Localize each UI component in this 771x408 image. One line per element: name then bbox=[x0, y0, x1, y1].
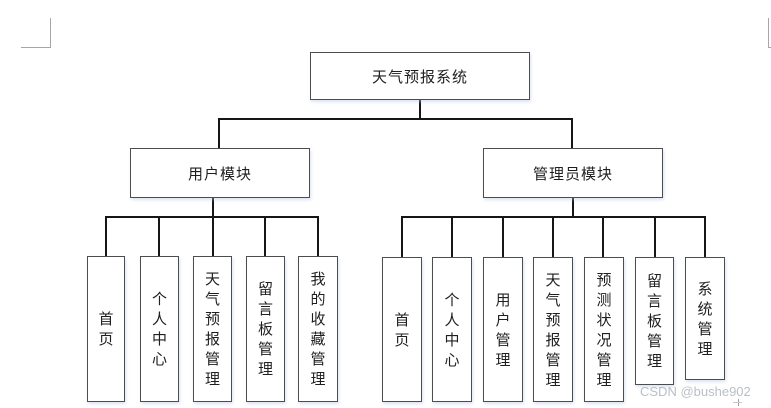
module-node-user: 用户模块 bbox=[130, 148, 310, 198]
leaf-node-admin-weather-forecast-mgmt: 天气预报管理 bbox=[533, 257, 573, 402]
connector-leaf-drop bbox=[502, 216, 504, 257]
page-corner-mark-top-left bbox=[21, 47, 51, 48]
connector-leaf-drop bbox=[654, 216, 656, 257]
leaf-node-label: 首页 bbox=[394, 310, 410, 349]
connector-leaf-drop bbox=[317, 216, 319, 256]
connector-user-module-drop bbox=[212, 198, 214, 217]
root-node-label: 天气预报系统 bbox=[371, 67, 468, 86]
leaf-node-label: 首页 bbox=[98, 310, 114, 348]
cropped-text-artifact bbox=[733, 399, 745, 406]
leaf-node-label: 个人中心 bbox=[151, 290, 167, 368]
leaf-node-user-favorites-mgmt: 我的收藏管理 bbox=[298, 256, 338, 402]
leaf-node-admin-forecast-status-mgmt: 预测状况管理 bbox=[584, 257, 624, 402]
leaf-node-admin-message-board-mgmt: 留言板管理 bbox=[635, 257, 674, 385]
leaf-node-admin-home: 首页 bbox=[382, 257, 422, 402]
leaf-node-label: 天气预报管理 bbox=[204, 270, 220, 388]
connector-admin-module-riser bbox=[571, 118, 573, 149]
leaf-node-admin-personal-center: 个人中心 bbox=[432, 257, 472, 402]
leaf-node-user-home: 首页 bbox=[87, 256, 125, 402]
connector-leaf-drop bbox=[552, 216, 554, 257]
connector-leaf-drop bbox=[401, 216, 403, 257]
leaf-node-label: 留言板管理 bbox=[257, 280, 273, 378]
connector-level1-bus bbox=[219, 118, 573, 120]
connector-user-module-riser bbox=[218, 118, 220, 149]
page-corner-mark-top-right bbox=[768, 18, 769, 48]
leaf-node-user-message-board-mgmt: 留言板管理 bbox=[246, 256, 285, 402]
page-corner-mark-top-right bbox=[769, 47, 771, 48]
leaf-node-admin-user-mgmt: 用户管理 bbox=[483, 257, 523, 402]
csdn-watermark: CSDN @bushe902 bbox=[640, 384, 751, 399]
leaf-node-admin-system-mgmt: 系统管理 bbox=[685, 257, 725, 380]
connector-leaf-drop bbox=[264, 216, 266, 256]
module-node-label: 用户模块 bbox=[187, 164, 252, 183]
leaf-node-user-personal-center: 个人中心 bbox=[140, 256, 179, 402]
leaf-node-label: 留言板管理 bbox=[646, 272, 662, 370]
connector-leaf-drop bbox=[704, 216, 706, 257]
page-corner-mark-top-left bbox=[50, 18, 51, 48]
leaf-node-label: 我的收藏管理 bbox=[310, 270, 326, 388]
root-node-weather-forecast-system: 天气预报系统 bbox=[310, 52, 530, 100]
leaf-node-label: 预测状况管理 bbox=[596, 270, 612, 389]
connector-leaf-drop bbox=[158, 216, 160, 256]
connector-admin-module-drop bbox=[572, 198, 574, 217]
leaf-node-label: 天气预报管理 bbox=[545, 270, 561, 389]
connector-leaf-drop bbox=[105, 216, 107, 256]
connector-leaf-drop bbox=[212, 216, 214, 256]
leaf-node-user-weather-forecast-mgmt: 天气预报管理 bbox=[193, 256, 232, 402]
module-node-label: 管理员模块 bbox=[532, 164, 613, 183]
leaf-node-label: 用户管理 bbox=[495, 290, 511, 369]
connector-root-drop bbox=[419, 100, 421, 119]
module-node-admin: 管理员模块 bbox=[483, 148, 663, 198]
connector-leaf-drop bbox=[602, 216, 604, 257]
leaf-node-label: 个人中心 bbox=[444, 290, 460, 369]
leaf-node-label: 系统管理 bbox=[697, 279, 713, 358]
connector-leaf-drop bbox=[451, 216, 453, 257]
